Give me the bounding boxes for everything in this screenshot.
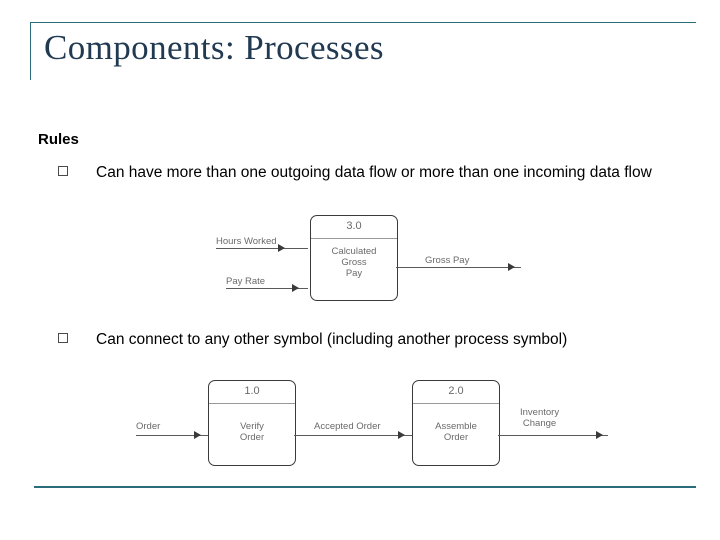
process-label-line: Gross (341, 257, 367, 268)
flow-line-order (136, 435, 208, 436)
process-number: 1.0 (244, 385, 260, 397)
process-label-line: Verify (240, 421, 264, 432)
process-divider (311, 238, 397, 239)
process-label-line: Order (239, 432, 265, 443)
flow-label-hours-worked: Hours Worked (216, 236, 277, 247)
arrow-right-icon (596, 431, 603, 439)
arrow-right-icon (292, 284, 299, 292)
page-title: Components: Processes (44, 28, 384, 67)
flow-label-pay-rate: Pay Rate (226, 276, 266, 287)
process-box-1: 1.0 Verify Order (208, 380, 296, 466)
process-box-3: 3.0 Calculated Gross Pay (310, 215, 398, 301)
section-heading: Rules (38, 131, 79, 148)
flow-label-gross-pay: Gross Pay (425, 255, 470, 266)
process-label-line: Assemble (435, 421, 477, 432)
order-processing-diagram: 1.0 Verify Order 2.0 Assemble Order Orde… (130, 380, 630, 470)
flow-label-line: Inventory (520, 407, 560, 418)
flow-label-inventory-change: Inventory Change (520, 407, 559, 429)
list-item: Can connect to any other symbol (includi… (58, 330, 648, 350)
flow-line-accepted-order (294, 435, 412, 436)
flow-line-inventory-change (498, 435, 608, 436)
square-bullet-icon (58, 166, 68, 176)
bottom-divider (34, 486, 696, 488)
arrow-right-icon (194, 431, 201, 439)
arrow-right-icon (278, 244, 285, 252)
process-label: Assemble Order (413, 421, 499, 443)
list-item: Can have more than one outgoing data flo… (58, 163, 658, 183)
flow-label-line: Change (522, 418, 557, 429)
arrow-right-icon (508, 263, 515, 271)
flow-label-order: Order (136, 421, 161, 432)
process-label: Verify Order (209, 421, 295, 443)
process-box-2: 2.0 Assemble Order (412, 380, 500, 466)
process-label-line: Calculated (331, 246, 377, 257)
list-item-label: Can connect to any other symbol (includi… (96, 331, 568, 348)
arrow-right-icon (398, 431, 405, 439)
process-divider (209, 403, 295, 404)
process-divider (413, 403, 499, 404)
title-accent-bar (30, 22, 31, 80)
flow-label-accepted-order: Accepted Order (314, 421, 381, 432)
square-bullet-icon (58, 333, 68, 343)
gross-pay-process-diagram: 3.0 Calculated Gross Pay Hours Worked Pa… (210, 215, 540, 305)
process-number: 3.0 (346, 220, 362, 232)
process-label: Calculated Gross Pay (311, 246, 397, 279)
process-label-line: Pay (345, 268, 363, 279)
top-divider (30, 22, 696, 23)
process-label-line: Order (443, 432, 469, 443)
flow-line-gross-pay (396, 267, 521, 268)
flow-line-hours-worked (216, 248, 308, 249)
process-number: 2.0 (448, 385, 464, 397)
list-item-label: Can have more than one outgoing data flo… (96, 164, 652, 181)
flow-line-pay-rate (226, 288, 308, 289)
